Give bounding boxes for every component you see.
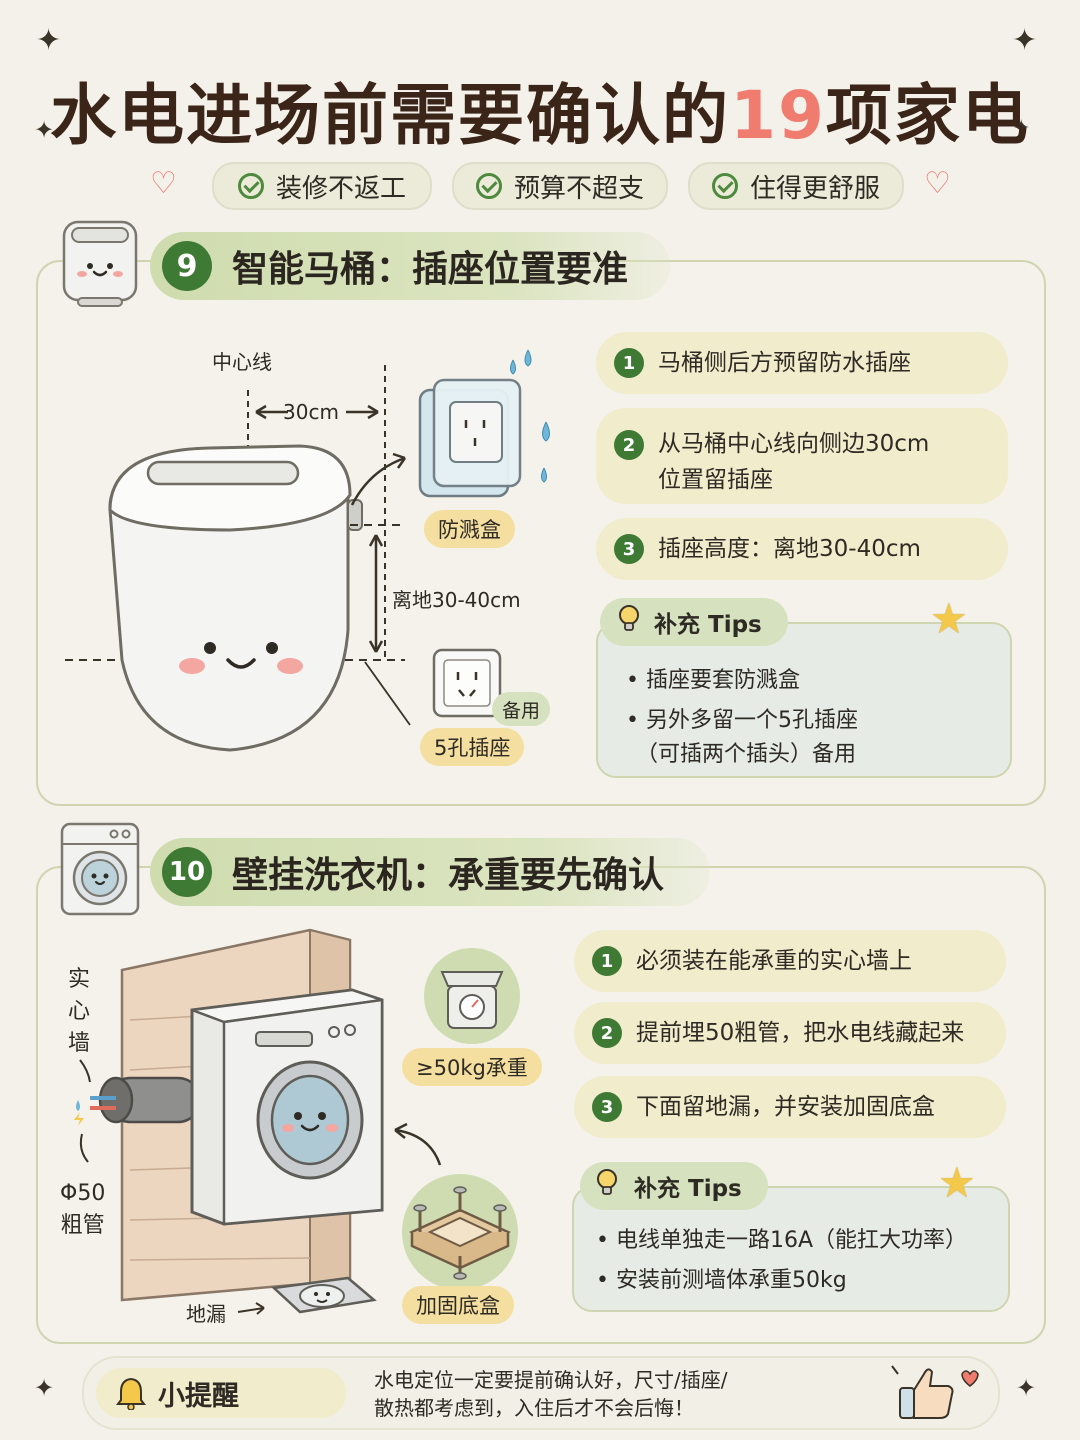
heart-icon: ♡ bbox=[924, 166, 951, 201]
section-title: 智能马桶：插座位置要准 bbox=[232, 249, 629, 290]
section-number-badge: 10 bbox=[162, 847, 212, 897]
toilet-step-1: 1 马桶侧后方预留防水插座 bbox=[596, 332, 1008, 394]
floor-drain-label: 地漏 bbox=[186, 1302, 226, 1326]
thumbs-up-icon bbox=[891, 1365, 979, 1419]
pipe-label: Φ50 粗管 bbox=[60, 1181, 106, 1238]
star-icon: ★ bbox=[938, 1158, 976, 1207]
washer-step-1: 1 必须装在能承重的实心墙上 bbox=[574, 930, 1006, 992]
toilet-tips-box bbox=[596, 622, 1012, 778]
solid-wall-label: 实 心 墙 bbox=[68, 967, 91, 1056]
check-circle-icon bbox=[711, 173, 738, 199]
badge-3: 住得更舒服 bbox=[688, 162, 904, 210]
washer-step-3: 3 下面留地漏，并安装加固底盒 bbox=[574, 1076, 1006, 1138]
base-box-tag: 加固底盒 bbox=[402, 1286, 514, 1324]
check-circle-icon bbox=[237, 173, 264, 199]
load-tag: ≥50kg承重 bbox=[402, 1048, 542, 1086]
title-suffix: 项家电 bbox=[825, 77, 1030, 154]
sparkle-icon: ✦ bbox=[34, 116, 55, 144]
section-10-header: 10 壁挂洗衣机：承重要先确认 bbox=[150, 838, 710, 906]
page-title: 水电进场前需要确认的19项家电 bbox=[0, 62, 1080, 158]
badge-2: 预算不超支 bbox=[452, 162, 668, 210]
bell-icon bbox=[116, 1377, 146, 1410]
toilet-diagram bbox=[65, 349, 550, 752]
toilet-mascot-icon bbox=[62, 220, 138, 307]
spare-tag: 备用 bbox=[492, 692, 551, 726]
height-label: 离地30-40cm bbox=[392, 588, 521, 612]
sparkle-icon: ✦ bbox=[1012, 116, 1031, 141]
sparkle-icon: ✦ bbox=[1016, 1374, 1037, 1402]
sparkle-icon: ✦ bbox=[36, 23, 62, 58]
reminder-bar: 小提醒 水电定位一定要提前确认好，尺寸/插座/ 散热都考虑到，入住后才不会后悔！ bbox=[82, 1356, 1000, 1430]
section-9-header: 9 智能马桶：插座位置要准 bbox=[150, 232, 670, 300]
washer-step-2: 2 提前埋50粗管，把水电线藏起来 bbox=[574, 1002, 1006, 1064]
socket-tag: 5孔插座 bbox=[420, 728, 525, 766]
sparkle-icon: ✦ bbox=[34, 1374, 55, 1402]
sparkle-icon: ✦ bbox=[1012, 23, 1038, 58]
title-highlight-number: 19 bbox=[730, 77, 826, 154]
distance-label: 30cm bbox=[283, 400, 339, 424]
toilet-step-3: 3 插座高度：离地30-40cm bbox=[596, 518, 1008, 580]
toilet-step-2: 2 从马桶中心线向侧边30cm 位置留插座 bbox=[596, 408, 1008, 504]
heart-icon: ♡ bbox=[150, 166, 177, 201]
reminder-tag: 小提醒 bbox=[96, 1368, 346, 1418]
reminder-text: 水电定位一定要提前确认好，尺寸/插座/ 散热都考虑到，入住后才不会后悔！ bbox=[374, 1368, 728, 1420]
title-text: 水电进场前需要确认的 bbox=[50, 77, 731, 154]
badge-1: 装修不返工 bbox=[212, 162, 432, 210]
lightbulb-icon bbox=[619, 605, 639, 631]
section-number-badge: 9 bbox=[162, 241, 212, 291]
splash-box-tag: 防溅盒 bbox=[424, 510, 515, 548]
center-line-label: 中心线 bbox=[212, 350, 272, 374]
washer-mascot-icon bbox=[60, 822, 140, 916]
check-circle-icon bbox=[475, 173, 502, 199]
star-icon: ★ bbox=[930, 594, 968, 643]
washing-machine-diagram bbox=[74, 928, 520, 1315]
lightbulb-icon bbox=[597, 1169, 617, 1195]
section-title: 壁挂洗衣机：承重要先确认 bbox=[232, 855, 665, 896]
